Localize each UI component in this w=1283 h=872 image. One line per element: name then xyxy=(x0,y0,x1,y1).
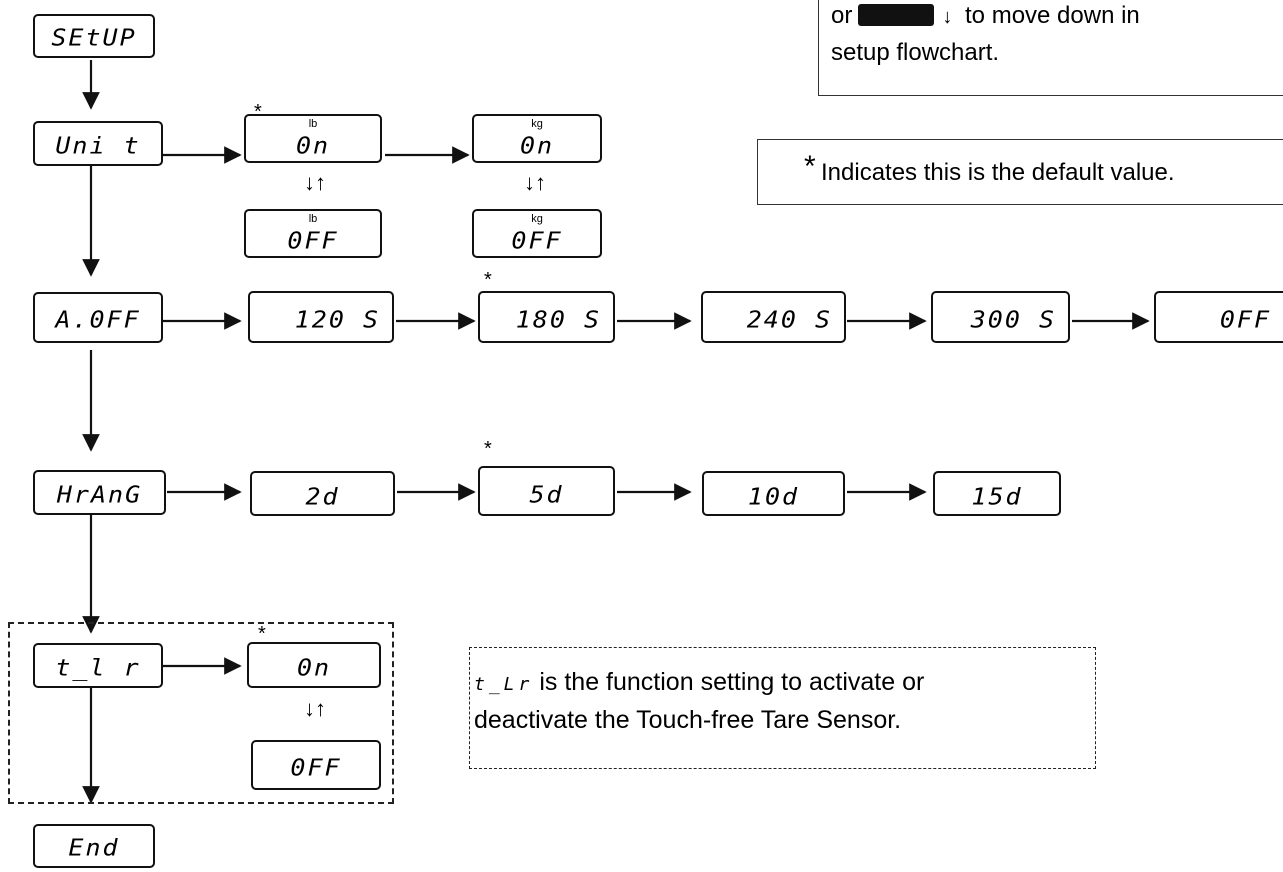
tlr-section-frame xyxy=(8,622,394,804)
option-value: 5d xyxy=(529,481,564,508)
move-down-note-line1: or ↓ to move down in xyxy=(831,4,1140,28)
tlr-code: t_Lr xyxy=(474,674,534,695)
unit-label: kg xyxy=(531,213,543,225)
swap-arrows: ↓↑ xyxy=(524,170,546,195)
unit-lb-off: lb 0FF xyxy=(244,209,382,258)
menu-unit: Uni t xyxy=(33,121,163,166)
hrang-15d: 15d xyxy=(933,471,1061,516)
menu-end-label: End xyxy=(68,834,120,861)
move-down-note-line2: setup flowchart. xyxy=(831,39,1000,66)
aoff-180s: 180 S xyxy=(478,291,615,343)
option-value: 2d xyxy=(305,483,340,510)
default-marker: * xyxy=(258,623,266,645)
option-value: 0FF xyxy=(511,227,563,254)
aoff-300s: 300 S xyxy=(931,291,1070,343)
key-icon xyxy=(858,4,935,26)
option-value: 0n xyxy=(519,132,555,159)
option-value: 15d xyxy=(971,483,1023,510)
menu-tlr: t_l r xyxy=(33,643,163,688)
menu-hrang-label: HrAnG xyxy=(56,481,143,508)
menu-aoff-label: A.0FF xyxy=(55,306,141,333)
option-value: 180 S xyxy=(515,306,601,333)
menu-aoff: A.0FF xyxy=(33,292,163,343)
default-note-text: Indicates this is the default value. xyxy=(821,159,1175,186)
menu-setup: SEtUP xyxy=(33,14,155,58)
move-down-note-prefix: or xyxy=(831,2,853,29)
unit-label: kg xyxy=(531,118,543,130)
option-value: 300 S xyxy=(970,306,1056,333)
default-marker: * xyxy=(484,438,492,460)
tlr-description-line2: deactivate the Touch-free Tare Sensor. xyxy=(474,706,902,734)
unit-label: lb xyxy=(308,213,318,225)
aoff-120s: 120 S xyxy=(248,291,394,343)
tlr-description-text1: is the function setting to activate or xyxy=(539,668,925,696)
unit-label: lb xyxy=(308,118,318,130)
default-marker: * xyxy=(254,101,262,123)
menu-hrang: HrAnG xyxy=(33,470,166,515)
option-value: 240 S xyxy=(746,306,832,333)
tlr-off: 0FF xyxy=(251,740,381,790)
option-value: 10d xyxy=(747,483,800,510)
option-value: 0n xyxy=(295,132,331,159)
aoff-off: 0FF xyxy=(1154,291,1283,343)
default-note: * Indicates this is the default value. xyxy=(757,139,1283,205)
hrang-5d: 5d xyxy=(478,466,615,516)
default-note-star: * xyxy=(804,150,816,183)
option-value: 0FF xyxy=(290,754,342,781)
move-down-note: or ↓ to move down in setup flowchart. xyxy=(818,0,1283,96)
option-value: 0FF xyxy=(1219,306,1271,333)
tlr-on: 0n xyxy=(247,642,381,688)
unit-lb-on: lb 0n xyxy=(244,114,382,163)
default-marker: * xyxy=(484,269,492,291)
unit-kg-on: kg 0n xyxy=(472,114,602,163)
menu-setup-label: SEtUP xyxy=(51,24,137,51)
aoff-240s: 240 S xyxy=(701,291,846,343)
unit-kg-off: kg 0FF xyxy=(472,209,602,258)
option-value: 0n xyxy=(296,654,332,681)
option-value: 120 S xyxy=(294,306,380,333)
move-down-note-suffix: to move down in xyxy=(965,2,1140,29)
menu-unit-label: Uni t xyxy=(55,132,141,159)
hrang-10d: 10d xyxy=(702,471,845,516)
hrang-2d: 2d xyxy=(250,471,395,516)
down-arrow-icon: ↓ xyxy=(942,6,953,28)
menu-end: End xyxy=(33,824,155,868)
menu-tlr-label: t_l r xyxy=(55,654,141,681)
swap-arrows: ↓↑ xyxy=(304,696,326,721)
option-value: 0FF xyxy=(287,227,339,254)
swap-arrows: ↓↑ xyxy=(304,170,326,195)
